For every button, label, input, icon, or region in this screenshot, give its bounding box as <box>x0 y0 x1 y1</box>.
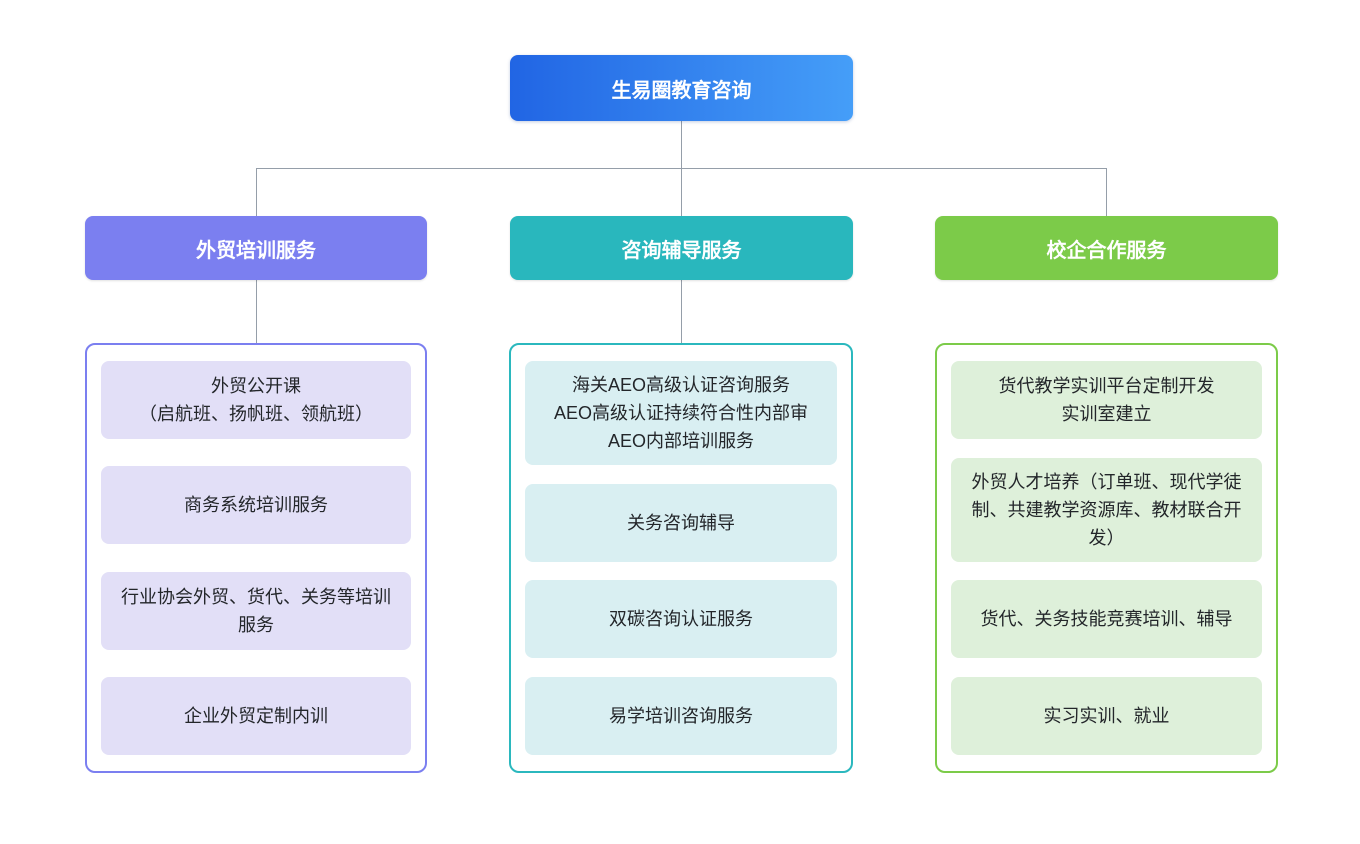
service-item[interactable]: 外贸人才培养（订单班、现代学徒制、共建教学资源库、教材联合开发） <box>951 457 1262 562</box>
branch-header-label: 外贸培训服务 <box>196 239 316 262</box>
service-item[interactable]: 易学培训咨询服务 <box>525 676 837 755</box>
branch-header-label: 校企合作服务 <box>1046 239 1167 262</box>
branch-header-label: 咨询辅导服务 <box>621 239 742 262</box>
service-item[interactable]: 双碳咨询认证服务 <box>525 580 837 659</box>
service-item[interactable]: 行业协会外贸、货代、关务等培训服务 <box>101 571 411 650</box>
service-item[interactable]: 货代教学实训平台定制开发 实训室建立 <box>951 361 1262 439</box>
service-item[interactable]: 企业外贸定制内训 <box>101 676 411 755</box>
branch-header-trade-training[interactable]: 外贸培训服务 <box>85 216 427 280</box>
connector-root-vertical <box>681 121 682 168</box>
service-item[interactable]: 关务咨询辅导 <box>525 483 837 562</box>
root-node-label: 生易圈教育咨询 <box>611 79 752 102</box>
connector-link-consulting <box>681 280 682 343</box>
branch-container-trade-training: 外贸公开课 （启航班、扬帆班、领航班） 商务系统培训服务 行业协会外贸、货代、关… <box>85 343 427 773</box>
branch-header-school-enterprise[interactable]: 校企合作服务 <box>935 216 1278 280</box>
service-item[interactable]: 货代、关务技能竞赛培训、辅导 <box>951 580 1262 659</box>
connector-link-trade-training <box>256 280 257 343</box>
branch-container-consulting: 海关AEO高级认证咨询服务 AEO高级认证持续符合性内部审 AEO内部培训服务 … <box>509 343 853 773</box>
connector-drop-school-enterprise <box>1106 168 1107 216</box>
service-item[interactable]: 外贸公开课 （启航班、扬帆班、领航班） <box>101 361 411 439</box>
service-item[interactable]: 实习实训、就业 <box>951 676 1262 755</box>
service-item[interactable]: 商务系统培训服务 <box>101 466 411 545</box>
root-node[interactable]: 生易圈教育咨询 <box>510 55 853 121</box>
branch-container-school-enterprise: 货代教学实训平台定制开发 实训室建立 外贸人才培养（订单班、现代学徒制、共建教学… <box>935 343 1278 773</box>
connector-drop-consulting <box>681 168 682 216</box>
connector-drop-trade-training <box>256 168 257 216</box>
branch-header-consulting[interactable]: 咨询辅导服务 <box>510 216 853 280</box>
service-item[interactable]: 海关AEO高级认证咨询服务 AEO高级认证持续符合性内部审 AEO内部培训服务 <box>525 361 837 465</box>
